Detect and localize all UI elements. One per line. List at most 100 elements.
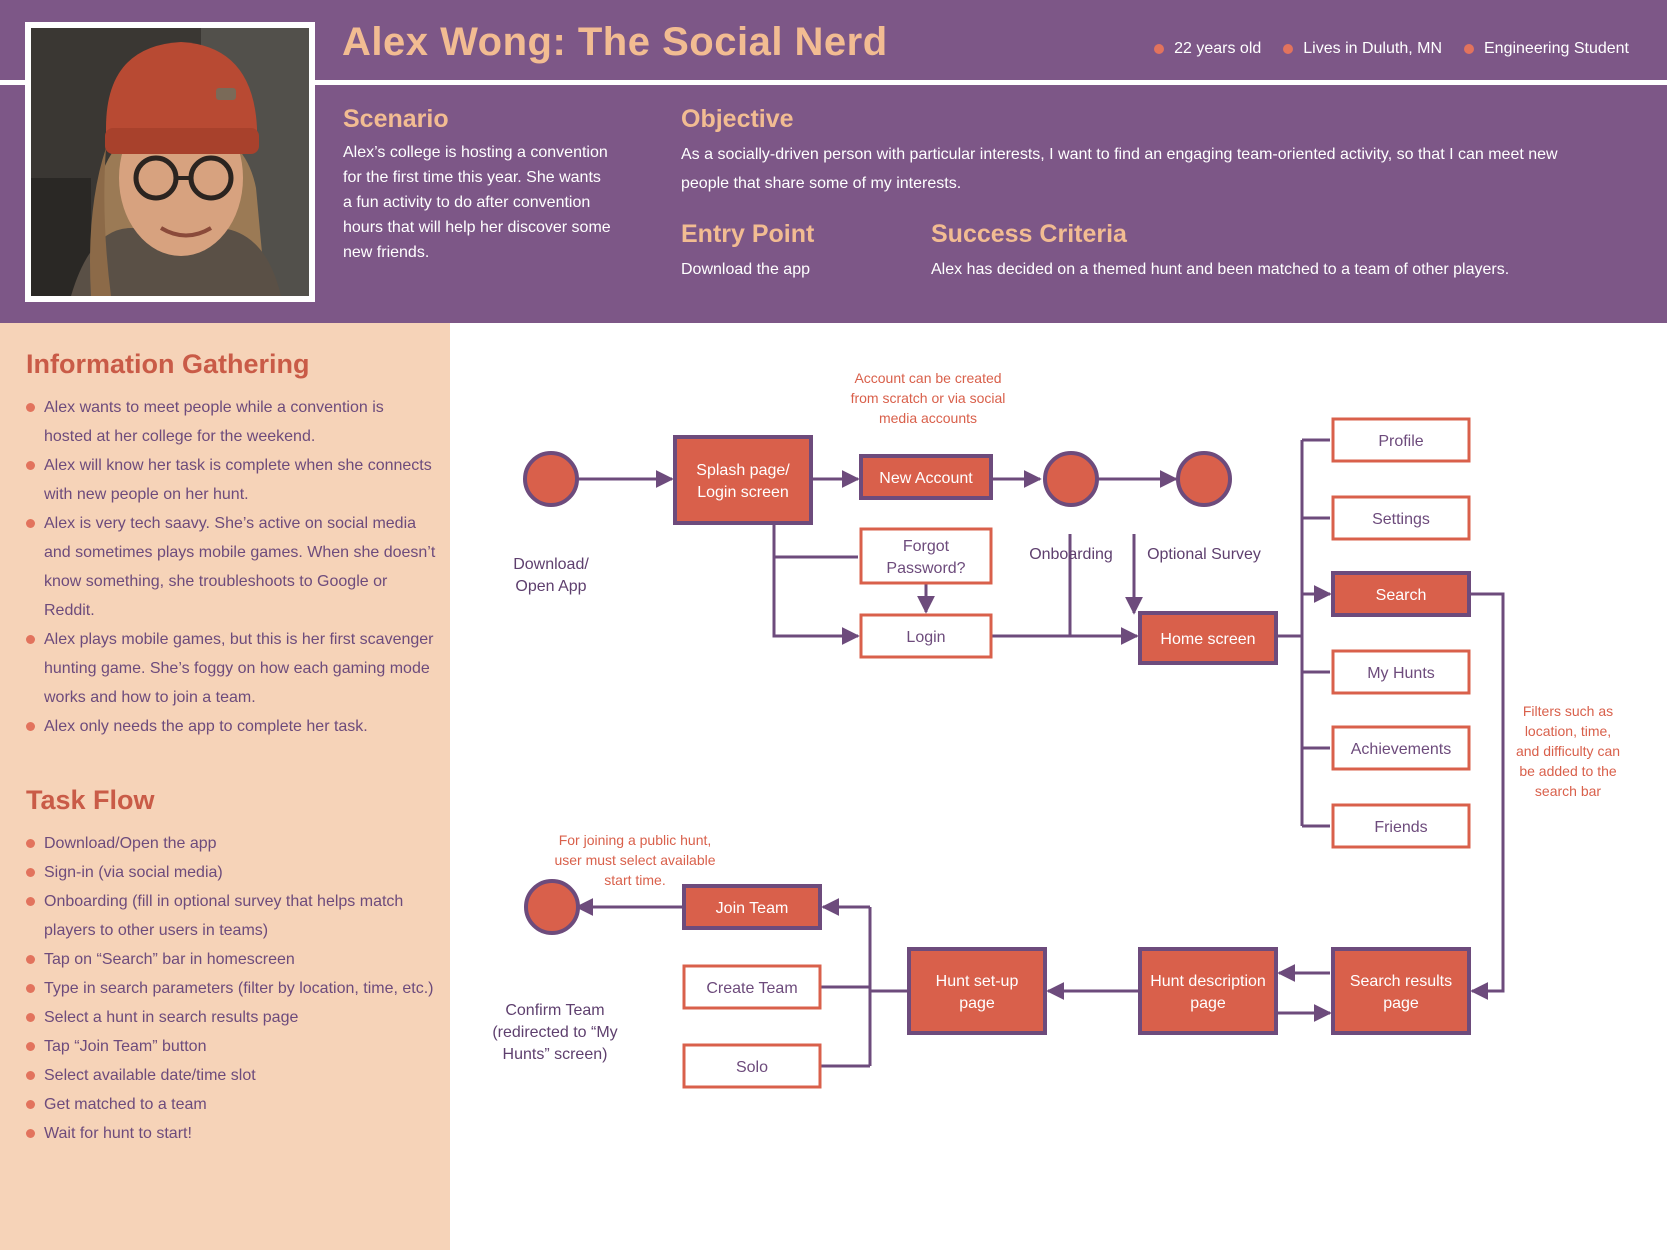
flow-node-profile: Profile [1331,417,1471,463]
node-box [1331,649,1471,695]
node-label: Create Team [706,980,797,997]
note-join: start time. [604,872,665,888]
diagram-nodes: Splash page/Login screen New AccountForgo… [673,417,1471,1089]
flow-node-achievements: Achievements [1331,725,1471,771]
fact-age: 22 years old [1154,40,1261,58]
success-criteria-heading: Success Criteria [931,220,1127,248]
node-box [1138,947,1278,1035]
flow-node-solo: Solo [682,1043,822,1089]
list-item: Get matched to a team [26,1090,436,1119]
node-box [682,1043,822,1089]
node-label: Profile [1378,433,1423,450]
entry-point-heading: Entry Point [681,220,815,248]
note-account: media accounts [879,410,977,426]
node-label: Search results [1350,973,1452,990]
node-label: page [1383,995,1419,1012]
note-filters: Filters such as [1523,703,1613,719]
list-item: Select available date/time slot [26,1061,436,1090]
bullet-dot-icon [1154,44,1165,54]
flow-circle-download [523,451,579,507]
list-item: Sign-in (via social media) [26,858,436,887]
note-filters: search bar [1535,783,1601,799]
persona-photo-frame [25,22,315,302]
diagram-connectors [551,438,1505,1068]
flow-node-hunt-description: Hunt description page [1138,947,1278,1035]
node-label: Join Team [716,900,789,917]
header-divider [0,80,1667,85]
flow-node-my-hunts: My Hunts [1331,649,1471,695]
circle-label-confirm-team: Confirm Team [505,1002,604,1019]
node-box [1331,495,1471,541]
node-box [1331,947,1471,1035]
persona-photo [31,28,309,296]
flow-node-friends: Friends [1331,803,1471,849]
flow-circle-optional-survey [1176,451,1232,507]
flow-node-search-results: Search results page [1331,947,1471,1035]
node-label: page [1190,995,1226,1012]
node-label: New Account [879,470,973,487]
list-item: Tap on “Search” bar in homescreen [26,945,436,974]
circle-label-download: Download/ [513,556,589,573]
list-item: Alex is very tech saavy. She’s active on… [26,509,436,625]
node-box [1331,803,1471,849]
node-label: Friends [1374,819,1427,836]
note-account: Account can be created [854,370,1001,386]
flow-node-home: Home screen [1138,611,1278,665]
list-item: Tap “Join Team” button [26,1032,436,1061]
left-panel: Information Gathering Alex wants to meet… [0,323,450,1250]
node-box [682,964,822,1010]
node-label: Search [1376,587,1427,604]
node-label: Achievements [1351,741,1452,758]
bullet-dot-icon [1464,44,1474,54]
list-item: Wait for hunt to start! [26,1119,436,1148]
flow-circle-onboarding [1043,451,1099,507]
flow-node-join-team: Join Team [682,884,822,930]
node-box [1331,417,1471,463]
node-label: Hunt description [1150,973,1266,990]
node-box [859,613,993,659]
information-gathering-list: Alex wants to meet people while a conven… [26,393,436,741]
scenario-text: Alex’s college is hosting a convention f… [343,144,611,261]
bullet-dot-icon [1283,44,1294,54]
flow-circle-confirm-team [524,879,580,935]
node-box [682,884,822,930]
task-flow-heading: Task Flow [26,785,155,815]
entry-point-text: Download the app [681,261,810,278]
node-box [673,435,813,525]
node-label: My Hunts [1367,665,1435,682]
node-box [1331,725,1471,771]
diagram-circles [523,451,1232,935]
node-label: Home screen [1160,631,1255,648]
circle-label-download: Open App [515,578,586,595]
node-label: Splash page/ [696,462,790,479]
note-filters: be added to the [1519,763,1617,779]
circle-label-optional-survey: Optional Survey [1147,546,1261,563]
scenario-heading: Scenario [343,105,449,133]
list-item: Download/Open the app [26,829,436,858]
node-label: Solo [736,1059,768,1076]
list-item: Select a hunt in search results page [26,1003,436,1032]
flow-node-settings: Settings [1331,495,1471,541]
flow-node-hunt-setup: Hunt set-up page [907,947,1047,1035]
circle-label-onboarding: Onboarding [1029,546,1113,563]
node-label: Forgot [903,538,950,555]
persona-header: Alex Wong: The Social Nerd 22 years old … [0,0,1667,323]
node-label: Login screen [697,484,789,501]
list-item: Alex only needs the app to complete her … [26,712,436,741]
fact-occupation: Engineering Student [1464,40,1629,58]
node-label: page [959,995,995,1012]
node-box [859,527,993,585]
task-flow-list: Download/Open the app Sign-in (via socia… [26,829,436,1148]
note-join: user must select available [554,852,715,868]
node-box [1331,571,1471,617]
flow-node-new-account: New Account [859,454,993,500]
flow-node-splash: Splash page/Login screen [673,435,813,525]
list-item: Alex will know her task is complete when… [26,451,436,509]
node-box [907,947,1047,1035]
objective-text: As a socially-driven person with particu… [681,146,1558,192]
circle-label-confirm-team: Hunts” screen) [503,1046,608,1063]
node-label: Hunt set-up [936,973,1019,990]
note-join: For joining a public hunt, [559,832,712,848]
